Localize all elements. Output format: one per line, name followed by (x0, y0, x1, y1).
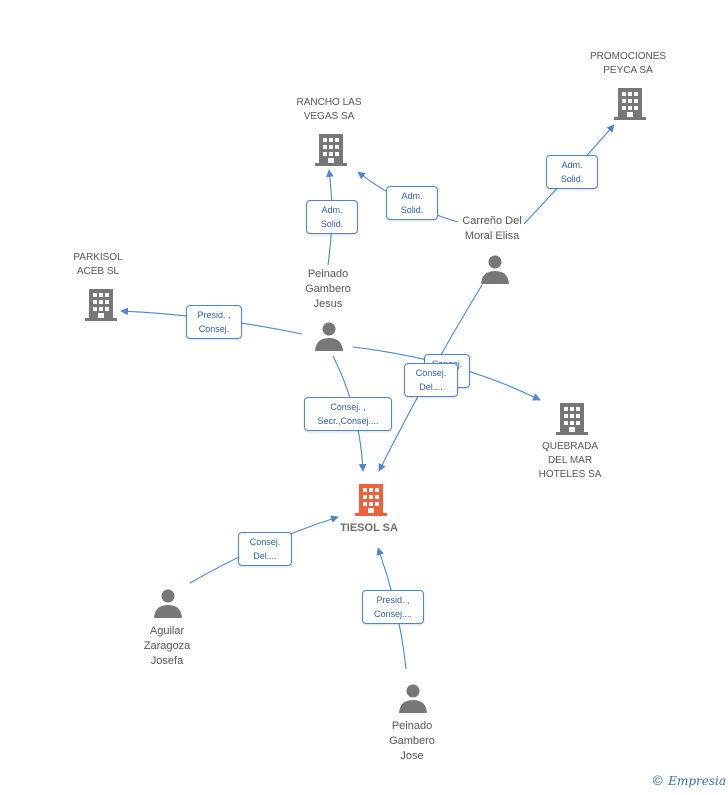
copyright-symbol: © (651, 774, 665, 789)
person-icon[interactable] (480, 254, 510, 284)
building-icon[interactable] (355, 482, 387, 516)
edge-label-jose-tiesol[interactable]: Presid. , Consej.... (362, 590, 424, 624)
building-icon[interactable] (315, 132, 347, 166)
empresia-brand: Empresia (668, 774, 726, 788)
edge-label-jesus-rancho[interactable]: Adm. Solid. (306, 200, 358, 234)
node-label-peinado-jose[interactable]: Peinado Gambero Jose (389, 720, 435, 762)
building-icon[interactable] (85, 287, 117, 321)
empresia-watermark: ©Empresia (651, 774, 726, 789)
node-label-aguilar[interactable]: Aguilar Zaragoza Josefa (143, 625, 191, 667)
node-label-carreno[interactable]: Carreño Del Moral Elisa (462, 215, 522, 242)
node-label-parkisol[interactable]: PARKISOL ACEB SL (73, 252, 123, 277)
building-icon[interactable] (614, 86, 646, 120)
building-icon[interactable] (556, 401, 588, 435)
edge-label-carreno-rancho[interactable]: Adm. Solid. (386, 186, 438, 220)
person-icon[interactable] (398, 683, 428, 713)
edge-label-carreno-tiesol[interactable]: Consej. Del.... (404, 363, 458, 397)
edge-label-aguilar-tiesol[interactable]: Consej. Del.... (238, 532, 292, 566)
node-label-tiesol[interactable]: TIESOL SA (340, 522, 398, 534)
edge-label-jesus-tiesol[interactable]: Consej. , Secr.,Consej.... (304, 397, 392, 431)
edge-label-carreno-promociones[interactable]: Adm. Solid. (546, 155, 598, 189)
edge-label-jesus-parkisol[interactable]: Presid. , Consej. (186, 305, 242, 339)
person-icon[interactable] (153, 588, 183, 618)
node-label-promociones[interactable]: PROMOCIONES PEYCA SA (589, 51, 667, 76)
node-label-peinado-jesus[interactable]: Peinado Gambero Jesus (305, 268, 351, 310)
node-label-quebrada[interactable]: QUEBRADA DEL MAR HOTELES SA (538, 441, 602, 480)
person-icon[interactable] (314, 321, 344, 351)
node-label-rancho[interactable]: RANCHO LAS VEGAS SA (296, 97, 362, 122)
